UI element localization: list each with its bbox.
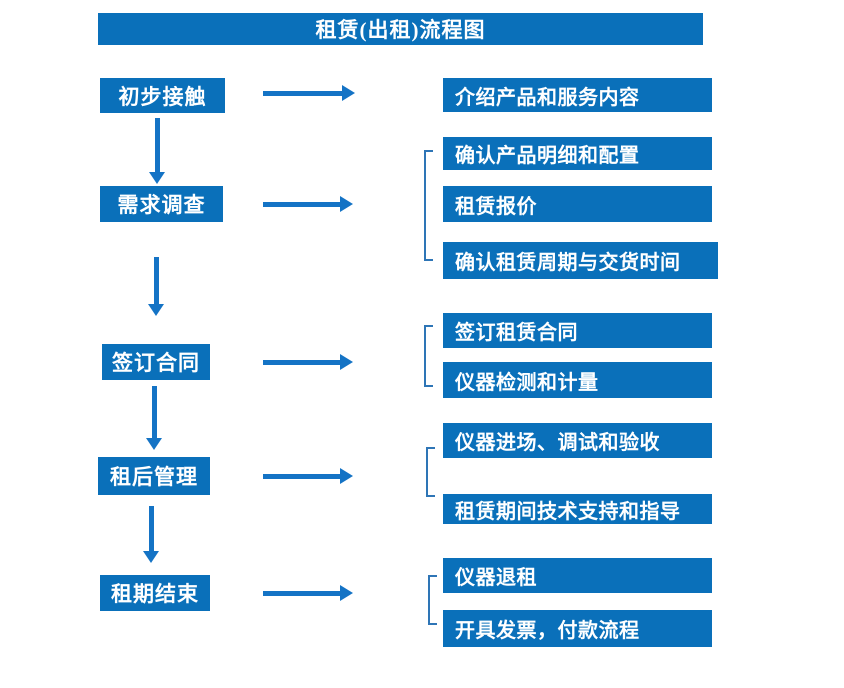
detail-box-confirm-product-config: 确认产品明细和配置 — [443, 137, 712, 170]
detail-box-invoice-payment: 开具发票，付款流程 — [443, 610, 712, 647]
step-node-sign-contract: 签订合同 — [102, 344, 210, 380]
down-arrow-1 — [149, 118, 165, 184]
group-bracket-post-rental — [426, 447, 435, 497]
detail-box-confirm-period-delivery: 确认租赁周期与交货时间 — [443, 242, 718, 279]
arrow-head — [340, 468, 353, 484]
arrow-head — [146, 438, 162, 450]
down-arrow-3 — [146, 386, 162, 450]
arrow-head — [340, 354, 353, 370]
arrow-head — [340, 585, 353, 601]
arrow-shaft — [263, 90, 344, 96]
title-banner: 租赁(出租)流程图 — [98, 13, 703, 45]
right-arrow-5 — [263, 585, 353, 601]
arrow-shaft — [263, 359, 342, 365]
down-arrow-2 — [148, 257, 164, 316]
arrow-shaft — [148, 506, 154, 553]
detail-box-instrument-testing: 仪器检测和计量 — [443, 362, 712, 398]
detail-box-instrument-setup-acceptance: 仪器进场、调试和验收 — [443, 423, 712, 458]
arrow-shaft — [153, 257, 159, 306]
arrow-shaft — [154, 118, 160, 174]
arrow-shaft — [263, 590, 342, 596]
group-bracket-rental-end — [428, 575, 437, 625]
arrow-head — [340, 196, 353, 212]
arrow-shaft — [151, 386, 157, 440]
detail-box-sign-rental-contract: 签订租赁合同 — [443, 313, 712, 348]
right-arrow-1 — [263, 85, 355, 101]
arrow-head — [148, 304, 164, 316]
down-arrow-4 — [143, 506, 159, 563]
arrow-head — [143, 551, 159, 563]
detail-box-rental-quote: 租赁报价 — [443, 186, 712, 222]
step-node-initial-contact: 初步接触 — [100, 78, 225, 113]
arrow-head — [342, 85, 355, 101]
right-arrow-2 — [263, 196, 353, 212]
detail-box-technical-support: 租赁期间技术支持和指导 — [443, 494, 712, 524]
detail-box-instrument-return: 仪器退租 — [443, 558, 712, 593]
right-arrow-3 — [263, 354, 353, 370]
step-node-post-rental-management: 租后管理 — [98, 457, 210, 495]
arrow-shaft — [263, 201, 342, 207]
right-arrow-4 — [263, 468, 353, 484]
group-bracket-sign-contract — [424, 325, 433, 387]
step-node-rental-end: 租期结束 — [100, 575, 210, 611]
page-title: 租赁(出租)流程图 — [315, 18, 486, 42]
arrow-head — [149, 172, 165, 184]
group-bracket-demand-survey — [424, 150, 433, 261]
step-node-demand-survey: 需求调查 — [100, 186, 223, 222]
detail-box-intro-products-services: 介绍产品和服务内容 — [443, 78, 712, 112]
arrow-shaft — [263, 473, 342, 479]
